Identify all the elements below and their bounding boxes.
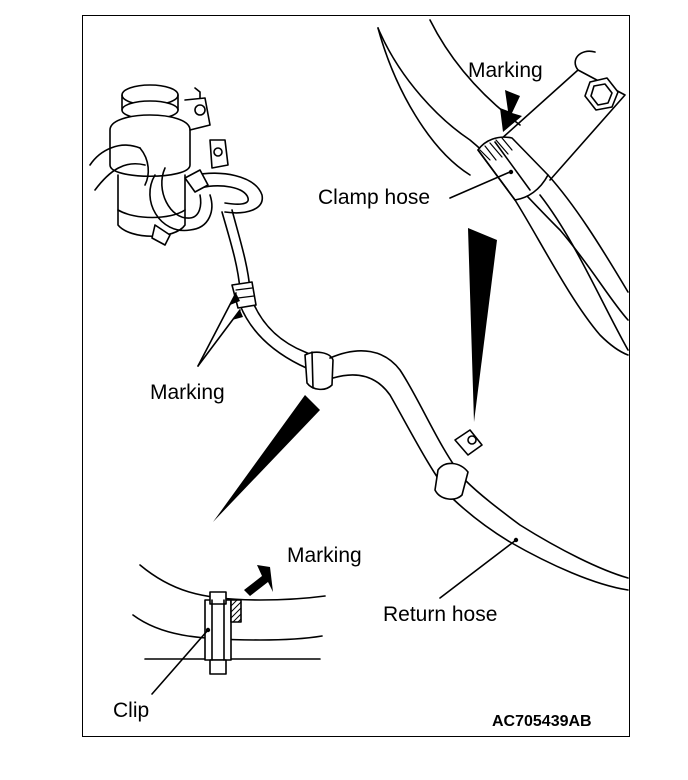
reservoir-hoses	[89, 139, 263, 246]
label-marking-top: Marking	[468, 59, 543, 82]
marking-arrow-detail	[244, 565, 273, 596]
figure-code: AC705439AB	[492, 713, 592, 730]
clamp-hose-leader	[449, 171, 511, 199]
marking-left-leaders	[197, 292, 243, 367]
label-marking-detail: Marking	[287, 544, 362, 567]
label-clamp-hose: Clamp hose	[318, 186, 431, 209]
clip-detail	[132, 564, 326, 675]
reservoir	[109, 84, 211, 238]
return-hose-leader	[439, 539, 517, 599]
marking-arrow-top	[500, 90, 522, 132]
label-clip: Clip	[113, 699, 150, 722]
detail-pointer-left	[213, 395, 320, 522]
clamp-hose-detail	[377, 19, 629, 356]
detail-pointer-right	[468, 228, 497, 422]
label-marking-left: Marking	[150, 381, 225, 404]
figure-frame	[82, 15, 630, 737]
return-line	[221, 209, 629, 591]
label-return-hose: Return hose	[383, 603, 498, 626]
clip-leader	[151, 629, 209, 695]
